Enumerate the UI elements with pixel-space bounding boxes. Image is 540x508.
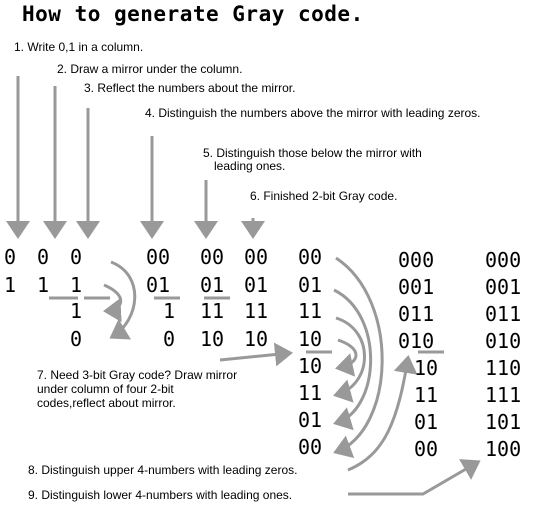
reflect-arrow [333, 256, 384, 458]
code-cell: 10 [244, 327, 268, 351]
reflect-arrow [109, 260, 137, 340]
code-cell: 010 [398, 329, 434, 353]
step-5-label: 5. Distinguish those below the mirror wi… [203, 146, 422, 160]
code-cell: 10 [200, 327, 224, 351]
code-cell: 110 [485, 356, 521, 380]
column-7: 00 01 11 10 10 11 01 00 [298, 245, 322, 459]
column-4: 00 01 1 0 [146, 245, 175, 351]
step-8-label: 8. Distinguish upper 4-numbers with lead… [28, 463, 298, 477]
code-cell: 001 [398, 275, 434, 299]
code-cell: 1 [70, 273, 82, 297]
column-3: 0 1 1 0 [70, 245, 82, 351]
column-2: 0 1 [37, 245, 49, 297]
code-cell: 01 [244, 273, 268, 297]
arrow-step-9 [348, 459, 481, 496]
column-9: 000 001 011 010 110 111 101 100 [485, 248, 521, 461]
step-7-label: 7. Need 3-bit Gray code? Draw mirror und… [37, 368, 238, 410]
arrow-step-7 [219, 342, 293, 367]
step-5-label-cont: leading ones. [214, 159, 286, 173]
step-4-label: 4. Distinguish the numbers above the mir… [145, 106, 481, 120]
code-cell: 00 [298, 245, 322, 269]
code-cell: 01 [146, 273, 170, 297]
reflect-arrow [103, 283, 123, 323]
code-cell: 01 [414, 410, 438, 434]
code-cell: 00 [146, 245, 170, 269]
step-3-label: 3. Reflect the numbers about the mirror. [84, 81, 296, 95]
code-cell: 0 [163, 327, 175, 351]
code-cell: 010 [485, 329, 521, 353]
code-cell: 01 [200, 273, 224, 297]
column-5: 00 01 11 10 [200, 245, 224, 351]
code-cell: 1 [4, 273, 16, 297]
code-cell: 00 [414, 437, 438, 461]
step-6-label: 6. Finished 2-bit Gray code. [250, 189, 398, 203]
code-cell: 011 [398, 302, 434, 326]
code-cell: 0 [70, 245, 82, 269]
code-cell: 111 [485, 383, 521, 407]
column-6: 00 01 11 10 [244, 245, 268, 351]
code-cell: 0 [70, 327, 82, 351]
code-cell: 10 [414, 356, 438, 380]
reflect-arrow [335, 338, 358, 377]
code-cell: 0 [4, 245, 16, 269]
code-cell: 011 [485, 302, 521, 326]
code-cell: 100 [485, 437, 521, 461]
reflect-arrow [333, 288, 373, 431]
code-cell: 000 [398, 248, 434, 272]
code-cell: 10 [298, 327, 322, 351]
code-cell: 11 [298, 381, 322, 405]
code-cell: 11 [414, 383, 438, 407]
code-cell: 1 [37, 273, 49, 297]
step-1-label: 1. Write 0,1 in a column. [14, 40, 144, 54]
code-cell: 11 [244, 299, 268, 323]
code-cell: 00 [244, 245, 268, 269]
column-8: 000 001 011 010 10 11 01 00 [398, 248, 438, 461]
code-cell: 11 [200, 299, 224, 323]
step-2-label: 2. Draw a mirror under the column. [57, 62, 243, 76]
code-cell: 0 [37, 245, 49, 269]
arrow-step-8 [347, 355, 418, 472]
step-arrows [6, 76, 265, 239]
code-cell: 01 [298, 273, 322, 297]
page-title: How to generate Gray code. [22, 2, 364, 26]
code-cell: 00 [200, 245, 224, 269]
code-cell: 101 [485, 410, 521, 434]
code-cell: 01 [298, 408, 322, 432]
code-cell: 00 [298, 435, 322, 459]
reflect-arrows [103, 256, 481, 496]
step-9-label: 9. Distinguish lower 4-numbers with lead… [28, 488, 293, 502]
code-cell: 1 [70, 299, 82, 323]
code-cell: 11 [298, 299, 322, 323]
column-1: 0 1 [4, 245, 16, 297]
code-cell: 10 [298, 354, 322, 378]
mirror-lines [49, 296, 444, 354]
code-cell: 1 [163, 299, 175, 323]
code-cell: 001 [485, 275, 521, 299]
reflect-arrow [333, 316, 366, 403]
code-cell: 000 [485, 248, 521, 272]
